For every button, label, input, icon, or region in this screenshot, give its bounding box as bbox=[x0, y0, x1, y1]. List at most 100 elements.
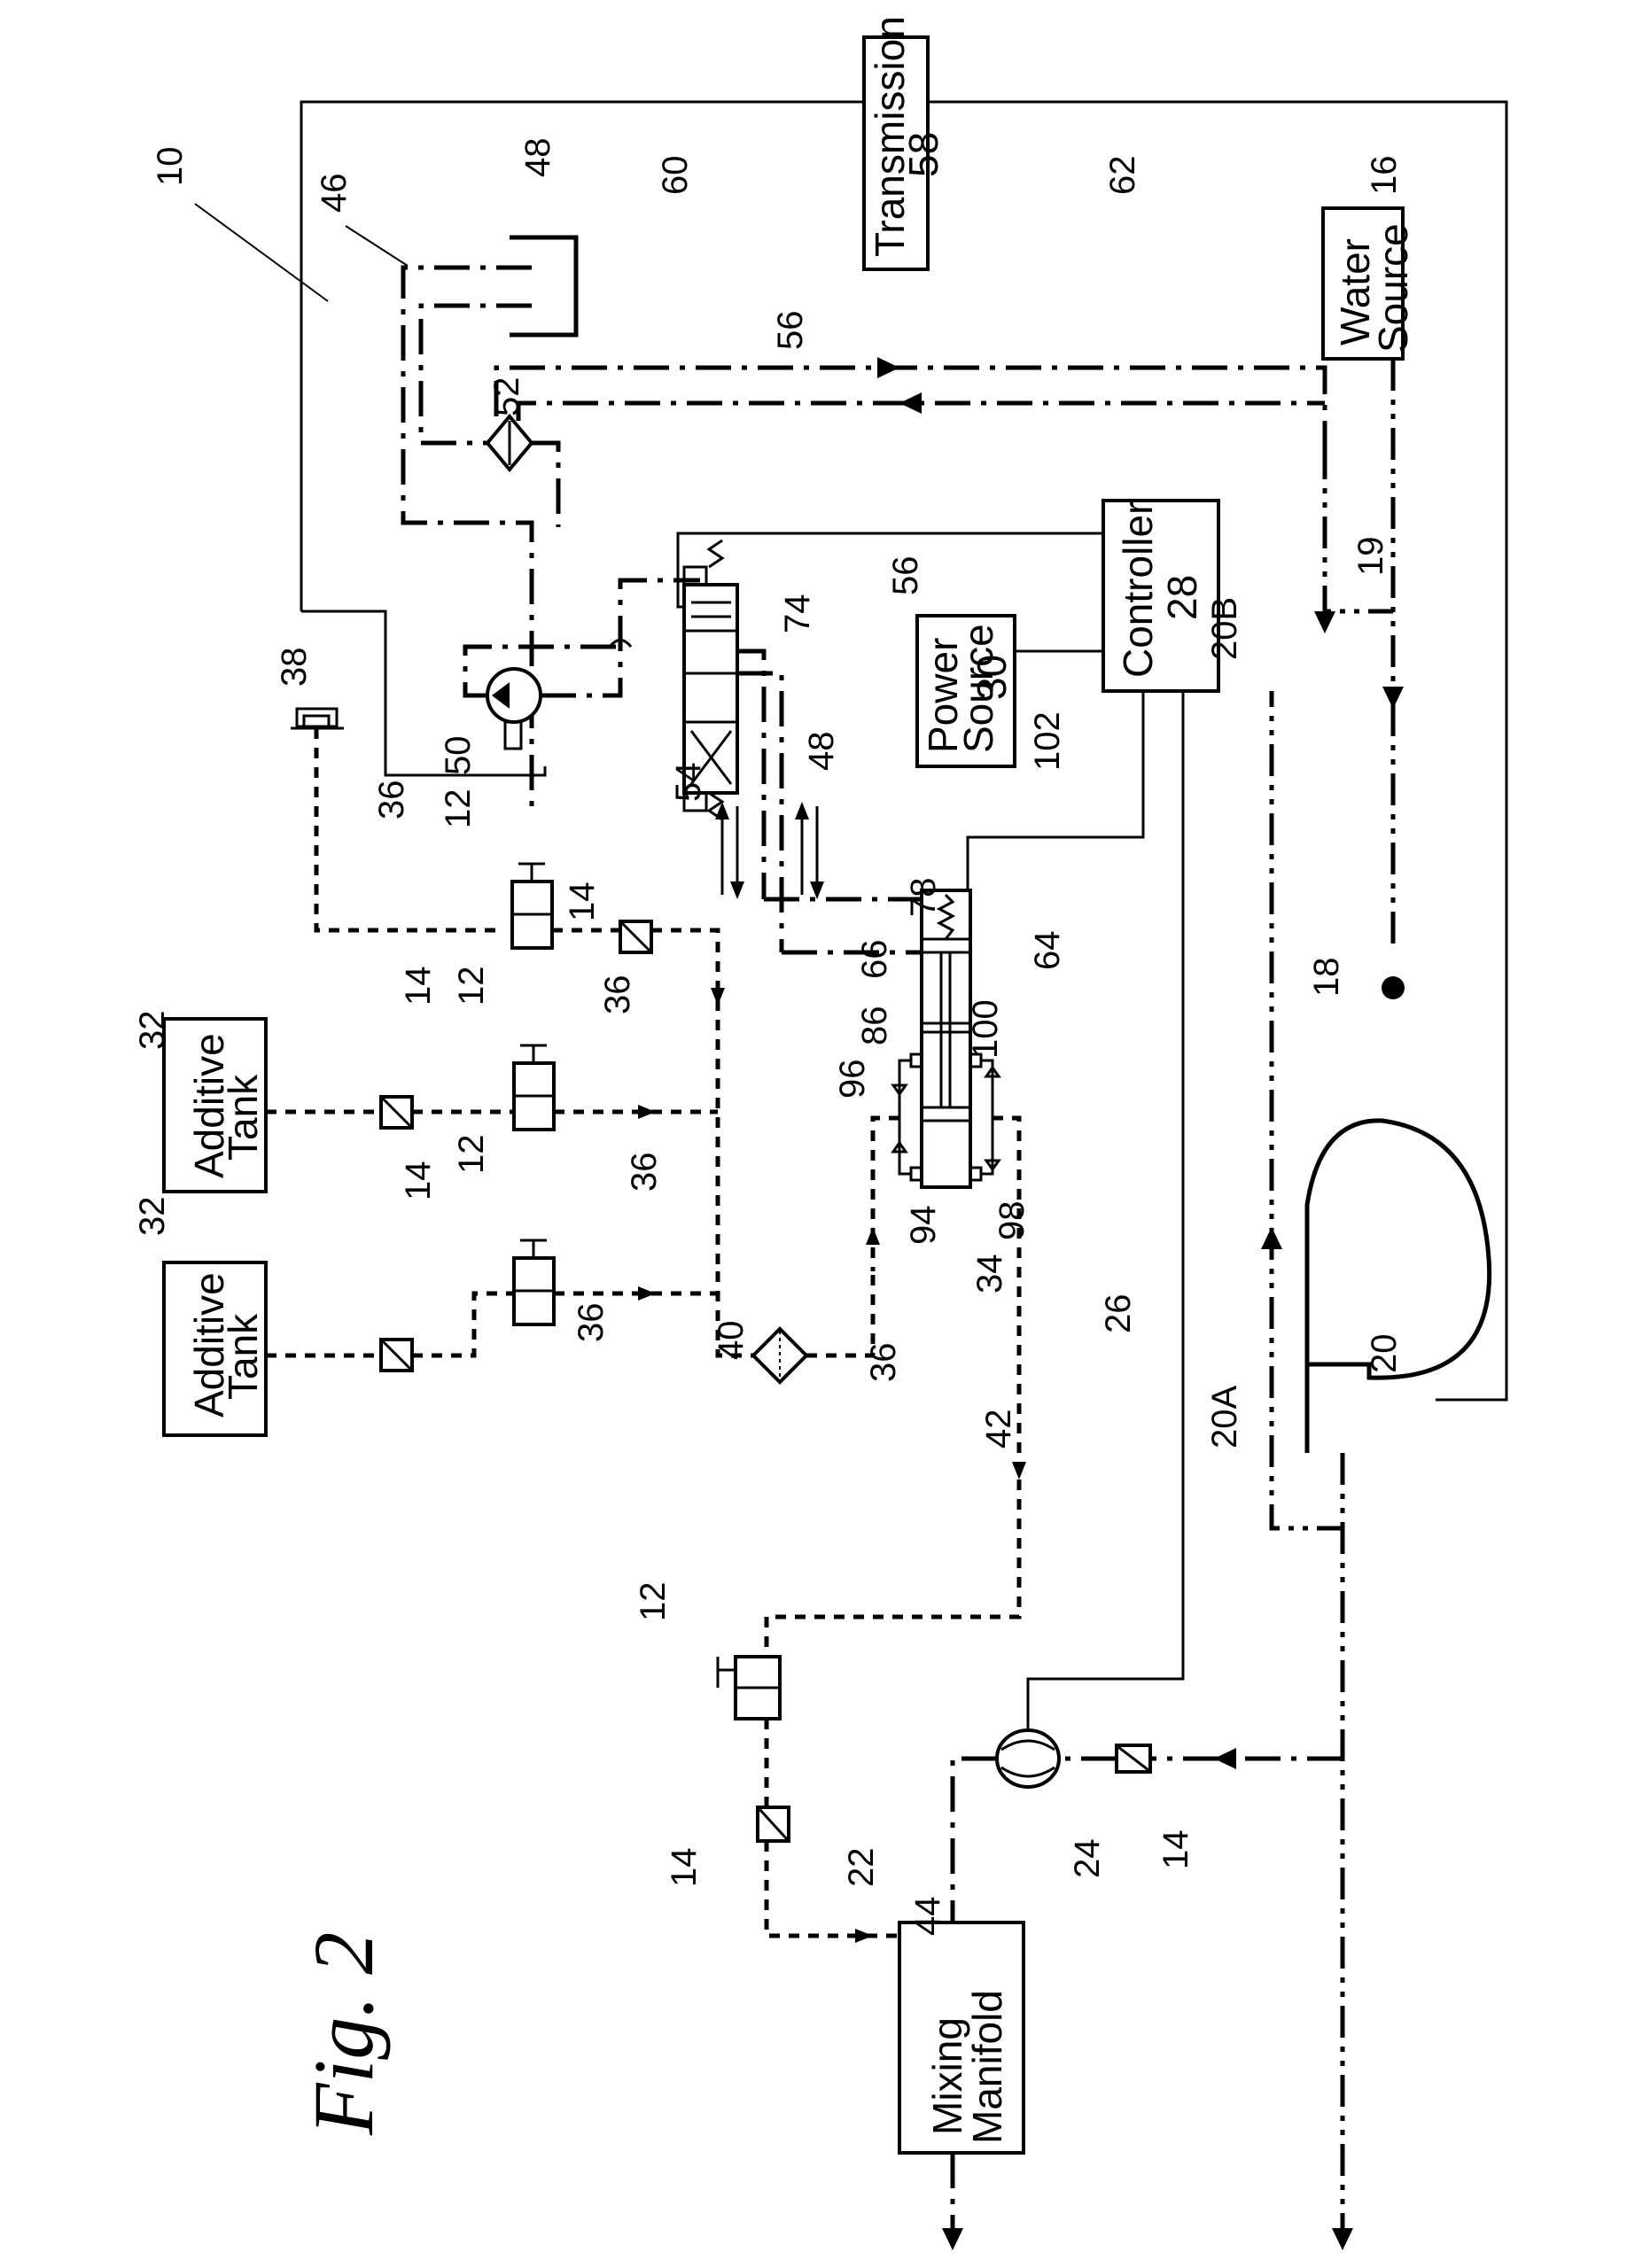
centrifugal-pump-18 bbox=[1304, 1118, 1492, 1453]
transmission-ref: 58 bbox=[900, 132, 946, 177]
ref-96: 96 bbox=[833, 1060, 872, 1099]
ref-56-top: 56 bbox=[771, 311, 810, 351]
ref-10: 10 bbox=[151, 147, 190, 187]
controller-label: Controller bbox=[1115, 501, 1161, 678]
flow-arrow-42 bbox=[1012, 1462, 1026, 1480]
reference-labels: 10 46 48 60 62 16 56 52 74 56 19 50 54 4… bbox=[133, 138, 1404, 1937]
additive-tank-1-line1: Additive bbox=[186, 1033, 232, 1178]
ref-74: 74 bbox=[778, 594, 817, 634]
flow-arrow-56-in bbox=[899, 392, 922, 414]
ref-60: 60 bbox=[656, 156, 695, 196]
ref-42: 42 bbox=[979, 1410, 1018, 1449]
directional-valve-54 bbox=[682, 539, 739, 821]
flow-arrow-44 bbox=[942, 2228, 963, 2250]
ref-64: 64 bbox=[1028, 931, 1067, 971]
ref-20: 20 bbox=[1365, 1334, 1404, 1374]
additive-tank-1: Additive Tank bbox=[162, 1017, 268, 1193]
ref-50: 50 bbox=[439, 736, 478, 776]
intensifier-pump-34 bbox=[891, 889, 1001, 1189]
ref-98: 98 bbox=[993, 1201, 1031, 1241]
ref-102: 102 bbox=[1028, 711, 1067, 771]
ref-40: 40 bbox=[712, 1321, 751, 1361]
additive-tank-2-line1: Additive bbox=[186, 1272, 232, 1418]
flow-meter-24 bbox=[995, 1728, 1061, 1789]
hydraulic-flow-arrows bbox=[715, 802, 824, 899]
hydraulic-tank-48 bbox=[510, 235, 579, 338]
flow-arrow-to-manifold bbox=[855, 1929, 873, 1943]
transmission-box: Transmission 58 bbox=[862, 16, 946, 271]
controller-box: Controller 28 bbox=[1102, 499, 1220, 693]
ref-56-power: 56 bbox=[886, 556, 925, 596]
mixing-manifold-line1: Mixing bbox=[924, 2017, 970, 2135]
flow-arrow-19 bbox=[1382, 687, 1404, 709]
ref-32-a: 32 bbox=[133, 1011, 172, 1051]
flow-arrow-36-b bbox=[638, 1105, 656, 1119]
ref-54: 54 bbox=[669, 763, 708, 803]
ref-16: 16 bbox=[1365, 156, 1404, 196]
ref-36-a: 36 bbox=[372, 781, 411, 820]
power-source-line1: Power bbox=[920, 638, 966, 753]
ref-20a: 20A bbox=[1205, 1386, 1244, 1449]
ref-14-a: 14 bbox=[563, 882, 602, 922]
ref-24: 24 bbox=[1068, 1839, 1107, 1879]
power-source-box: Power Source 30 bbox=[915, 614, 1016, 768]
ref-100: 100 bbox=[966, 999, 1005, 1059]
ref-18: 18 bbox=[1307, 958, 1346, 998]
controller-ref: 28 bbox=[1159, 575, 1205, 620]
ref-36-b: 36 bbox=[598, 975, 637, 1015]
mixing-manifold-line2: Manifold bbox=[964, 1990, 1010, 2144]
flow-arrow-36-c bbox=[638, 1286, 656, 1301]
ref-48-tank: 48 bbox=[518, 138, 557, 178]
ref-66: 66 bbox=[855, 940, 894, 980]
ref-12-a: 12 bbox=[439, 789, 478, 829]
water-source-box: Water Source bbox=[1321, 206, 1416, 361]
flow-arrow-36-a bbox=[711, 988, 725, 1006]
pump-hub bbox=[1382, 976, 1405, 999]
ref-26: 26 bbox=[1099, 1294, 1138, 1334]
ref-46: 46 bbox=[315, 174, 354, 214]
ref-38: 38 bbox=[275, 648, 314, 687]
ref-94: 94 bbox=[904, 1206, 943, 1246]
ref-62: 62 bbox=[1103, 156, 1142, 196]
water-source-line1: Water bbox=[1332, 238, 1378, 346]
ref-12-b: 12 bbox=[452, 967, 491, 1006]
heat-exchanger-52 bbox=[485, 413, 534, 473]
ref-12-d: 12 bbox=[634, 1582, 673, 1622]
ref-36-d: 36 bbox=[572, 1303, 611, 1343]
transmission-label: Transmission bbox=[867, 16, 913, 257]
ref-20b: 20B bbox=[1205, 597, 1244, 660]
filter-40 bbox=[751, 1326, 809, 1385]
hydraulic-pump-50 bbox=[486, 667, 542, 750]
valve-12-low bbox=[512, 1239, 556, 1326]
valve-12-top bbox=[510, 862, 554, 950]
valve-12-mid bbox=[512, 1044, 556, 1131]
ref-86: 86 bbox=[855, 1006, 894, 1046]
ref-32-b: 32 bbox=[133, 1197, 172, 1237]
ref-48-lines: 48 bbox=[802, 732, 841, 772]
additive-tank-2: Additive Tank bbox=[162, 1261, 268, 1437]
flow-arrow-36-up bbox=[866, 1227, 880, 1245]
flow-arrow-20 bbox=[1332, 2228, 1353, 2250]
ref-36-c: 36 bbox=[625, 1153, 664, 1192]
ref-14-c: 14 bbox=[399, 1161, 438, 1201]
additive-tank-2-line2: Tank bbox=[220, 1313, 266, 1400]
valve-12-bottom bbox=[716, 1655, 782, 1720]
flow-arrow-20b bbox=[1261, 1227, 1282, 1249]
additive-tank-1-line2: Tank bbox=[220, 1074, 266, 1161]
ref-22: 22 bbox=[842, 1848, 881, 1888]
flow-arrow-return bbox=[1314, 611, 1335, 633]
ref-78: 78 bbox=[904, 878, 943, 918]
mixing-manifold-box: Mixing Manifold bbox=[898, 1921, 1025, 2155]
reservoir-38 bbox=[291, 707, 344, 730]
ref-34: 34 bbox=[970, 1254, 1009, 1294]
flow-arrow-56-out bbox=[877, 357, 899, 378]
water-source-line2: Source bbox=[1370, 223, 1416, 353]
flow-arrow-20a bbox=[1214, 1748, 1236, 1769]
ref-36-e: 36 bbox=[864, 1343, 903, 1383]
ref-14-d: 14 bbox=[665, 1848, 704, 1888]
power-source-line2: Source bbox=[955, 624, 1001, 753]
ref-14-e: 14 bbox=[1156, 1830, 1195, 1870]
ref-14-b: 14 bbox=[399, 967, 438, 1006]
figure-label: Fig. 2 bbox=[296, 1932, 391, 2136]
